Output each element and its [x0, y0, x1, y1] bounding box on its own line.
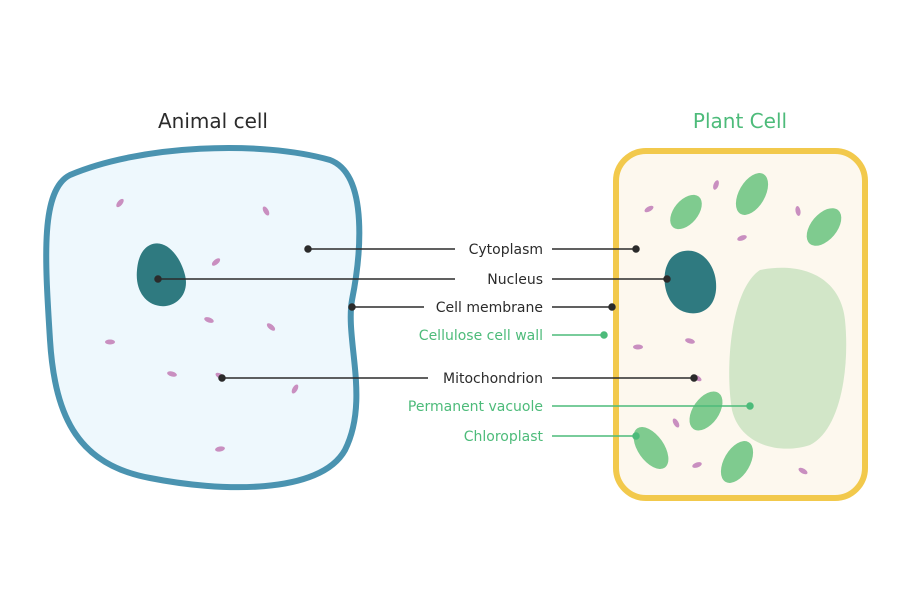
animal-cell-membrane — [43, 145, 363, 491]
label-cell-membrane: Cell membrane — [436, 300, 543, 316]
label-cellulose-cell-wall: Cellulose cell wall — [419, 328, 543, 344]
plant-nucleus — [664, 250, 717, 314]
plant-vacuole — [729, 267, 847, 449]
animal-cell-title: Animal cell — [158, 109, 268, 133]
label-permanent-vacuole: Permanent vacuole — [408, 399, 543, 415]
animal-mitochondria — [105, 198, 299, 452]
plant-chloroplasts — [633, 173, 842, 483]
label-mitochondrion: Mitochondrion — [443, 371, 543, 387]
label-chloroplast: Chloroplast — [464, 429, 544, 445]
label-cytoplasm: Cytoplasm — [469, 242, 543, 258]
leader-lines — [154, 245, 754, 440]
animal-nucleus — [136, 243, 186, 307]
label-nucleus: Nucleus — [487, 272, 543, 288]
plant-cell-title: Plant Cell — [693, 109, 787, 133]
